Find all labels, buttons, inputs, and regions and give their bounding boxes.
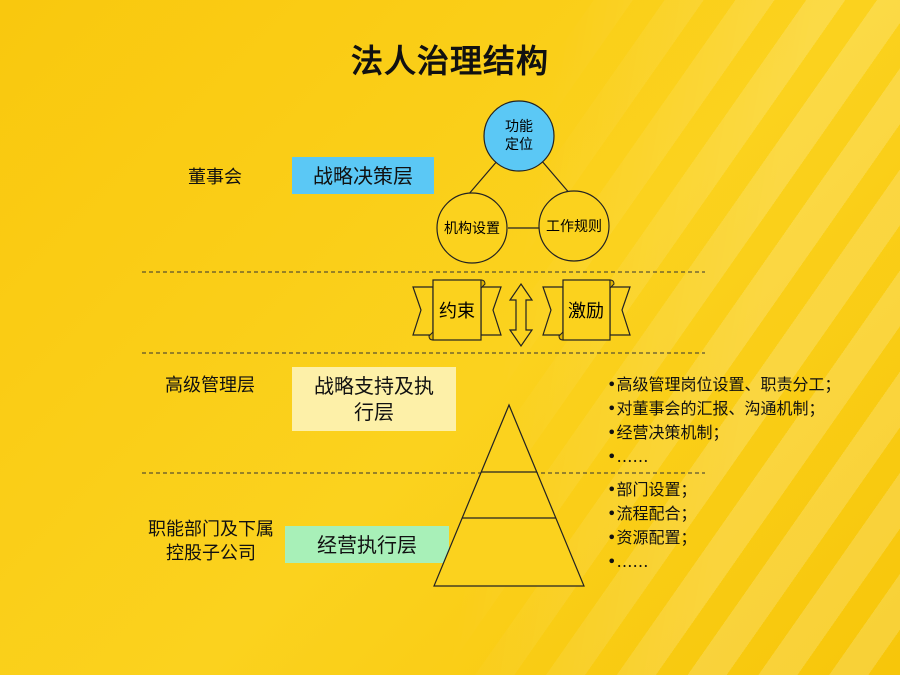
org-setup-circle xyxy=(436,192,508,264)
function-positioning-text-2: 定位 xyxy=(505,137,533,153)
board-label: 董事会 xyxy=(170,166,260,190)
layer-box-text-line-1: 战略支持及执 xyxy=(314,374,434,398)
function-positioning-circle xyxy=(483,100,555,172)
function-positioning-text-1: 功能 xyxy=(505,119,533,135)
strategic-support-layer-box: 战略支持及执 行层 xyxy=(292,367,456,431)
departments-label-line-1: 职能部门及下属 xyxy=(148,519,274,540)
work-rules-text: 工作规则 xyxy=(546,219,602,235)
departments-label: 职能部门及下属 控股子公司 xyxy=(136,518,286,566)
departments-label-line-2: 控股子公司 xyxy=(166,543,256,564)
list-item: 高级管理岗位设置、职责分工； xyxy=(607,373,840,397)
double-arrow-icon xyxy=(508,282,534,348)
board-label-line: 董事会 xyxy=(188,167,242,188)
list-item: …… xyxy=(607,445,840,469)
senior-management-label: 高级管理层 xyxy=(150,374,270,398)
layer-box-text: 战略决策层 xyxy=(313,163,413,188)
operation-execution-layer-box: 经营执行层 xyxy=(285,526,449,563)
senior-management-label-line: 高级管理层 xyxy=(165,375,255,396)
list-item: 部门设置； xyxy=(607,478,696,502)
list-item: 对董事会的汇报、沟通机制； xyxy=(607,397,840,421)
work-rules-circle xyxy=(538,190,610,262)
senior-management-bullets: 高级管理岗位设置、职责分工； 对董事会的汇报、沟通机制； 经营决策机制； …… xyxy=(607,373,840,469)
layer-box-text: 经营执行层 xyxy=(317,532,417,557)
list-item: 经营决策机制； xyxy=(607,421,840,445)
list-item: 资源配置； xyxy=(607,526,696,550)
org-setup-text: 机构设置 xyxy=(444,221,500,237)
strategic-decision-layer-box: 战略决策层 xyxy=(292,157,434,194)
incentive-scroll: 激励 xyxy=(542,279,631,341)
pyramid xyxy=(433,403,585,587)
list-item: …… xyxy=(607,550,696,574)
department-bullets: 部门设置； 流程配合； 资源配置； …… xyxy=(607,478,696,574)
list-item: 流程配合； xyxy=(607,502,696,526)
constraint-text: 约束 xyxy=(439,301,475,322)
page-title: 法人治理结构 xyxy=(350,42,549,80)
constraint-scroll: 约束 xyxy=(412,279,502,341)
layer-box-text-line-2: 行层 xyxy=(354,400,394,424)
incentive-text: 激励 xyxy=(568,301,604,322)
